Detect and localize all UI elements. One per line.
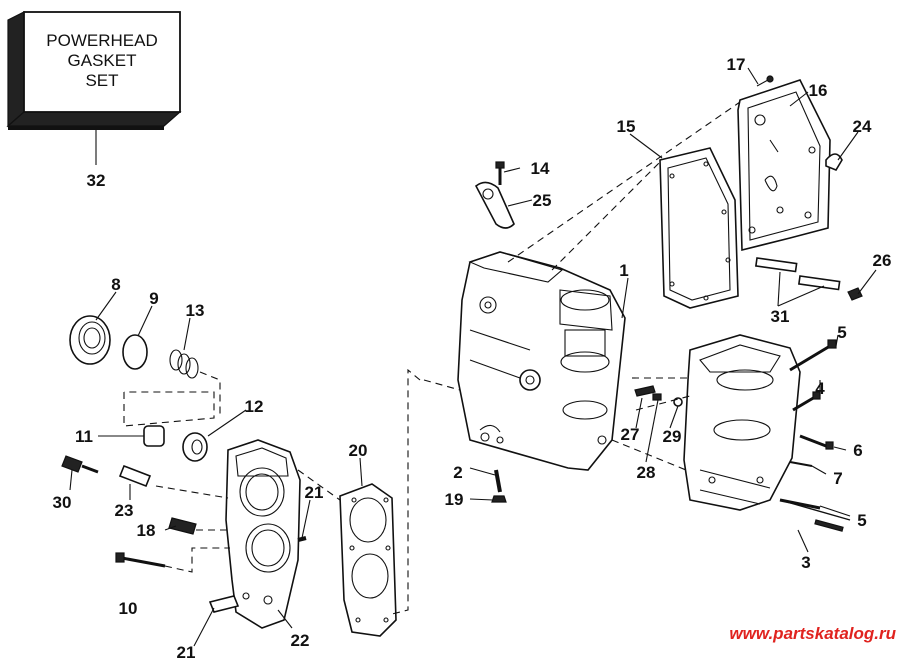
callout-1: 1 [619,261,628,280]
gasket-box-line3: SET [85,71,118,90]
callout-27: 27 [621,425,640,444]
lifting-eye-bolt [495,161,505,185]
callout-12: 12 [245,397,264,416]
callout-9: 9 [149,289,158,308]
callout-25: 25 [533,191,552,210]
callout-16: 16 [809,81,828,100]
head-gasket [339,483,397,637]
callout-20: 20 [349,441,368,460]
check-valve-parts [634,385,683,407]
assembly-lines [123,101,741,615]
bypass-cover [208,439,307,629]
callout-17: 17 [727,55,746,74]
callout-23: 23 [115,501,134,520]
check-valve [182,432,208,462]
spring [169,349,199,379]
cylinder-block [457,251,626,471]
plunger [143,425,165,447]
callout-5-lower: 5 [857,511,866,530]
callout-labels: 1 2 3 4 5 5 6 7 8 9 10 11 12 13 14 15 16… [53,55,892,662]
gasket-box-line1: POWERHEAD [46,31,157,50]
screw-10 [115,552,166,568]
callout-13: 13 [186,301,205,320]
o-ring [122,334,148,370]
leader-lines [69,67,877,647]
gasket-set-box: POWERHEAD GASKET SET [6,11,182,165]
callout-10: 10 [119,599,138,618]
callout-31: 31 [771,307,790,326]
callout-32: 32 [87,171,106,190]
callout-11: 11 [75,427,93,446]
lifting-eye [474,181,515,229]
callout-8: 8 [111,275,120,294]
gasket-box-line2: GASKET [68,51,137,70]
callout-4: 4 [815,379,825,398]
callout-30: 30 [53,493,72,512]
exhaust-cover-plate [737,79,831,252]
callout-26: 26 [873,251,892,270]
crankcase-half [683,334,801,511]
bearing-housing [69,315,111,365]
fitting-30 [61,455,99,474]
callout-3: 3 [801,553,810,572]
callout-19: 19 [445,490,464,509]
callout-21-upper: 21 [305,483,324,502]
cover-screw [756,75,774,87]
callout-29: 29 [663,427,682,446]
callout-6: 6 [853,441,862,460]
callout-22: 22 [291,631,310,650]
callout-2: 2 [453,463,462,482]
fitting-18 [168,517,197,535]
callout-15: 15 [617,117,636,136]
callout-18: 18 [137,521,156,540]
dowel-pins [754,257,841,291]
callout-28: 28 [637,463,656,482]
callout-14: 14 [531,159,550,178]
hose-clamp [825,153,843,171]
drain-fitting [847,287,863,301]
callout-24: 24 [853,117,872,136]
callout-21-lower: 21 [177,643,196,662]
callout-5-upper: 5 [837,323,846,342]
cover-gasket [659,147,739,309]
fitting-23 [118,464,152,488]
callout-7: 7 [833,469,842,488]
watermark-text: www.partskatalog.ru [729,624,896,643]
